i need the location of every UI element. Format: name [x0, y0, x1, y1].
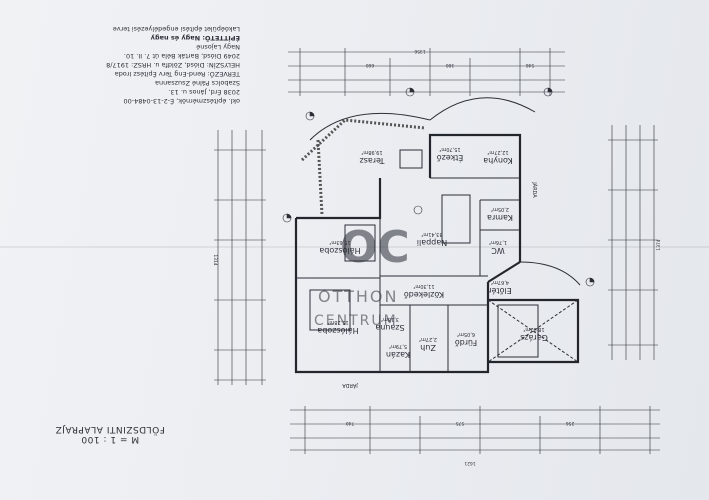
- watermark: OC OTTHON CENTRUM: [314, 222, 410, 329]
- bed-2: [309, 289, 351, 331]
- jarda-right-label: JÁRDA: [531, 181, 538, 198]
- room-area: 11,30m²: [413, 283, 434, 289]
- watermark-line2: CENTRUM: [314, 313, 398, 329]
- dim-right-total: 1374: [656, 239, 662, 250]
- dim-bottom-a: 740: [346, 420, 355, 426]
- dim-bottom-c: 256: [566, 420, 575, 426]
- room-name: Szauna: [375, 323, 404, 332]
- dim-left-total: 1314: [212, 254, 218, 265]
- room-name: Kamra: [487, 213, 513, 222]
- room-name: Hálószoba: [319, 246, 360, 256]
- dim-bottom-b: 575: [456, 420, 465, 426]
- room-name: Zuh: [420, 343, 436, 352]
- room-area: 12,27m²: [487, 149, 508, 155]
- garage-walls: [488, 298, 580, 364]
- car-outline: [497, 304, 539, 358]
- outer-wall-west-south: [294, 218, 490, 374]
- bed-1: [344, 224, 376, 262]
- room-area: 1,76m²: [489, 239, 507, 245]
- pergola: [300, 118, 426, 162]
- room-area: 15,63m²: [329, 239, 350, 245]
- room-name: Terasz: [359, 156, 385, 165]
- room-area: 3,18m²: [381, 316, 399, 322]
- dim-top-total: 1356: [414, 48, 425, 54]
- dim-top-b: 300: [446, 62, 455, 68]
- terrace-arc: [309, 112, 431, 141]
- room-area: 4,67m²: [491, 279, 509, 285]
- room-area: 6,05m²: [457, 331, 475, 337]
- room-name: Konyha: [483, 156, 513, 165]
- outer-wall-corner: [487, 261, 521, 283]
- watermark-logo: OC: [340, 222, 410, 273]
- watermark-line1: OTTHON: [318, 287, 398, 306]
- jarda-bottom-label: JÁRDA: [342, 382, 359, 389]
- dim-bottom-total: 1621: [464, 460, 475, 466]
- room-area: 5,79m²: [389, 343, 407, 349]
- room-name: Közlekedő: [404, 290, 444, 299]
- paper-fold-line: [0, 246, 709, 248]
- entrance-arc: [519, 261, 581, 286]
- dining-table: [399, 149, 423, 169]
- room-area: 2,27m²: [419, 336, 437, 342]
- room-name: Hálószoba: [317, 326, 358, 336]
- outer-wall-kitchen: [428, 133, 522, 262]
- room-name: WC: [491, 246, 505, 255]
- room-area: 15,70m²: [439, 146, 460, 152]
- outer-wall-north-west: [296, 178, 382, 220]
- room-name: Fürdő: [455, 338, 477, 347]
- room-area: 33,41m²: [421, 231, 442, 237]
- dim-top-c: 546: [526, 62, 535, 68]
- kitchen-arc: [429, 97, 536, 121]
- room-name: Előtér: [488, 286, 512, 296]
- room-name: Kazán: [386, 350, 410, 359]
- sofa: [441, 194, 471, 244]
- room-name: Nappali: [417, 238, 447, 247]
- section-marker-6: [413, 205, 423, 215]
- room-name: Étkező: [437, 153, 464, 164]
- room-area: 18,02m²: [523, 326, 544, 332]
- room-area: 19,98m²: [361, 149, 382, 155]
- dim-top-a: 660: [366, 62, 375, 68]
- room-area: 15,28m²: [327, 319, 348, 325]
- room-name: Garázs: [520, 333, 548, 342]
- room-area: 2,05m²: [491, 206, 509, 212]
- dimension-labels: 1356 660 300 546 1621 740 575 256 1314 1…: [212, 48, 662, 466]
